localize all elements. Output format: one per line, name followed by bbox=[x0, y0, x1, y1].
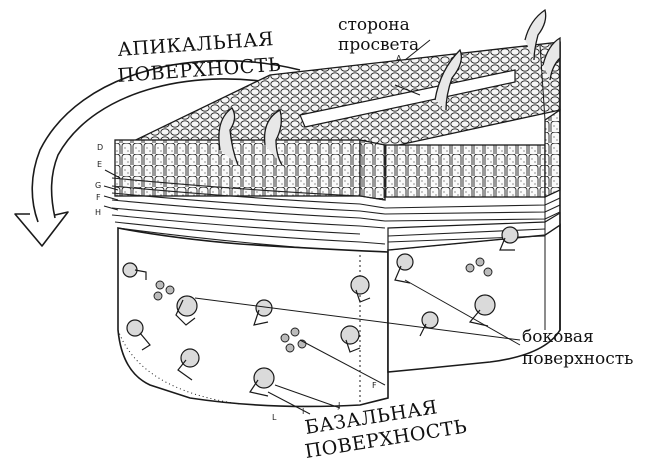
lateral-surface-label-2: поверхность bbox=[522, 349, 633, 369]
lumen-side-label-2: просвета bbox=[338, 35, 419, 55]
letter-d: D bbox=[97, 143, 103, 152]
lumen-side-label-1: сторона bbox=[338, 15, 410, 35]
letter-g: G bbox=[95, 181, 101, 190]
microvilli-front-block2 bbox=[385, 145, 545, 197]
microvilli-front-block1 bbox=[115, 140, 360, 196]
letter-a: A bbox=[396, 54, 402, 63]
letter-f2: F bbox=[372, 381, 377, 390]
letter-j: J bbox=[337, 401, 340, 410]
letter-f: F bbox=[96, 193, 101, 202]
arrow-head bbox=[15, 212, 68, 246]
apical-top-surface bbox=[115, 42, 560, 150]
letter-e: E bbox=[97, 160, 102, 169]
letter-h: H bbox=[95, 208, 101, 217]
letter-i: I bbox=[302, 407, 304, 416]
lateral-surface-label-1: боковая bbox=[522, 327, 594, 347]
letter-l: L bbox=[272, 413, 277, 422]
